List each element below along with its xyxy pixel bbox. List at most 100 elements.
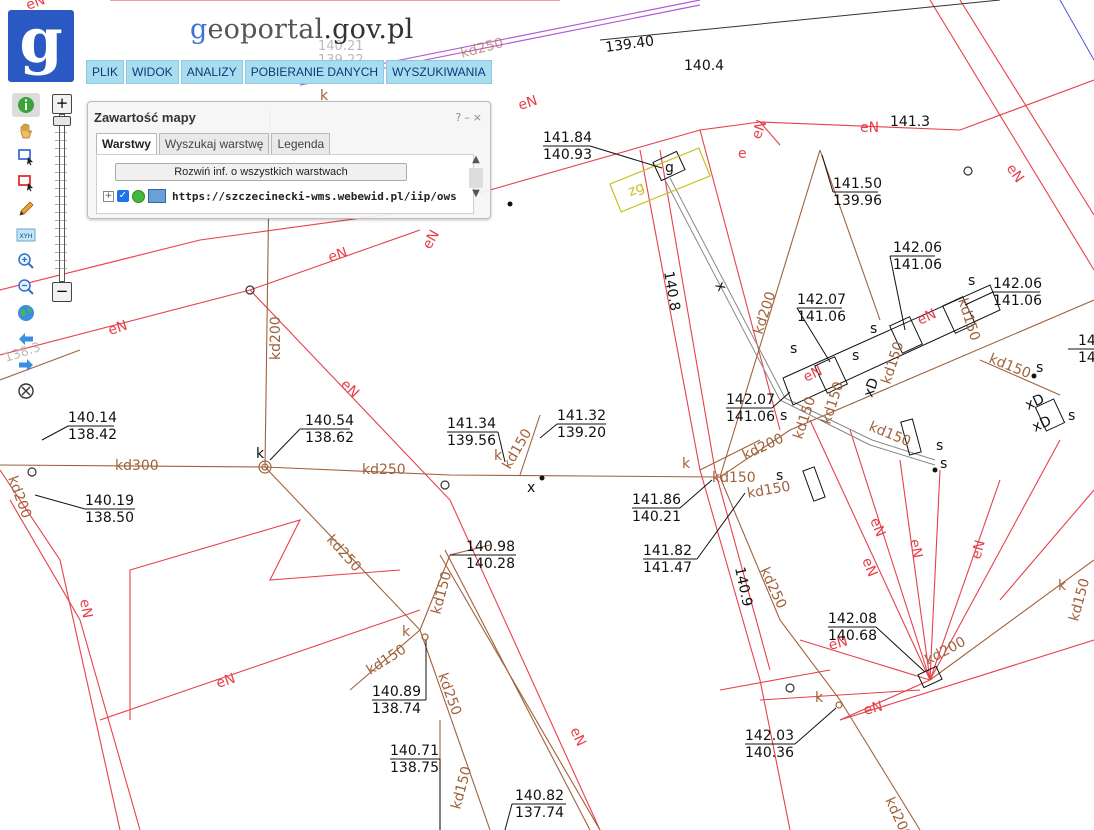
layers-scrollbar[interactable]: ▲ ▼ (468, 154, 484, 212)
menu-widok[interactable]: WIDOK (126, 60, 179, 84)
svg-text:141.06: 141.06 (893, 257, 942, 273)
expand-layer-icon[interactable]: + (103, 190, 114, 202)
scroll-down-icon[interactable]: ▼ (472, 188, 480, 199)
svg-text:139.96: 139.96 (833, 193, 882, 209)
label-s-1: s (968, 273, 975, 289)
label-eN-3: eN (326, 245, 349, 266)
scroll-thumb[interactable] (469, 168, 483, 188)
label-elev-140-21-top: 140.21 (318, 39, 364, 54)
label-eN-18: eN (749, 118, 771, 141)
label-zg: zg (626, 179, 647, 200)
brand-mid: eoportal (207, 14, 324, 45)
label-kd150-12: kd150 (987, 351, 1034, 382)
next-view-button[interactable] (12, 353, 40, 377)
help-icon[interactable]: ? (455, 111, 462, 124)
label-k-1: k (320, 88, 329, 104)
forward-arrow-icon (19, 359, 33, 371)
select-button[interactable] (12, 145, 40, 169)
label-eN-6: eN (76, 598, 95, 620)
pan-hand-icon (20, 123, 32, 139)
brand-title: geoportal.gov.pl (190, 14, 413, 45)
svg-text:142.06: 142.06 (893, 240, 942, 256)
svg-text:141.82: 141.82 (643, 543, 692, 559)
label-kd250-1: kd250 (362, 462, 406, 478)
label-eN-1: eN (516, 93, 539, 114)
svg-text:141.34: 141.34 (447, 416, 496, 432)
zoom-minus-button[interactable]: − (52, 282, 72, 302)
geoportal-logo[interactable]: g (8, 10, 74, 82)
close-icon[interactable]: × (472, 111, 482, 124)
label-eN-8: eN (566, 725, 589, 749)
label-s-3: s (790, 341, 797, 357)
zoom-out-icon (18, 279, 34, 295)
expand-all-layers-button[interactable]: Rozwiń inf. o wszystkich warstwach (115, 163, 407, 181)
svg-text:140.98: 140.98 (466, 539, 515, 555)
label-eN-15: eN (968, 538, 988, 561)
label-kd150-4: kd150 (500, 426, 536, 472)
draw-button[interactable] (12, 197, 40, 221)
full-extent-button[interactable] (12, 301, 40, 325)
svg-text:142.07: 142.07 (726, 392, 775, 408)
dots (507, 201, 1037, 481)
label-kd150-1: kd150 (428, 570, 455, 616)
svg-text:XYH: XYH (19, 232, 32, 240)
svg-text:141.06: 141.06 (797, 309, 846, 325)
label-x-2: x (712, 279, 730, 294)
zoom-ticks (55, 116, 67, 276)
menu-analizy[interactable]: ANALIZY (180, 60, 243, 84)
clear-button[interactable] (12, 379, 40, 403)
label-kd150-2: kd150 (364, 642, 410, 679)
tab-legenda[interactable]: Legenda (271, 133, 331, 155)
gas-line (599, 0, 1094, 466)
svg-text:140.19: 140.19 (85, 493, 134, 509)
select-icon (18, 149, 33, 166)
svg-text:138.75: 138.75 (390, 760, 439, 776)
info-icon (18, 97, 34, 113)
minimize-icon[interactable]: – (464, 111, 470, 124)
xyh-button[interactable]: XYH (12, 223, 40, 247)
svg-text:138.42: 138.42 (68, 427, 117, 443)
layer-row[interactable]: + ✓ https://szczecinecki-wms.webewid.pl/… (103, 189, 457, 203)
label-kd200-1: kd200 (268, 316, 284, 360)
info-button[interactable] (12, 93, 40, 117)
label-elev-141-3: 141.3 (890, 114, 930, 130)
scroll-up-icon[interactable]: ▲ (472, 154, 480, 165)
zoom-slider-handle[interactable] (53, 116, 71, 126)
label-eN-4: eN (106, 318, 129, 339)
menu-plik[interactable]: PLIK (86, 60, 125, 84)
label-k-3: k (682, 456, 691, 472)
svg-text:141.86: 141.86 (632, 492, 681, 508)
layers-list: Rozwiń inf. o wszystkich warstwach + ✓ h… (96, 154, 474, 214)
menu-pobieranie-danych[interactable]: POBIERANIE DANYCH (244, 60, 385, 84)
tab-warstwy[interactable]: Warstwy (96, 133, 157, 155)
tab-wyszukaj-warstwe[interactable]: Wyszukaj warstwę (158, 133, 270, 155)
wms-icon (148, 189, 166, 203)
previous-view-button[interactable] (12, 327, 40, 351)
label-kd200-4: kd200 (922, 634, 968, 669)
label-eN-17: eN (862, 698, 885, 718)
svg-text:142.06: 142.06 (993, 276, 1042, 292)
label-kd200-6: kd200 (4, 474, 34, 521)
label-kd250-4: kd250 (756, 565, 789, 611)
zoom-out-button[interactable] (12, 275, 40, 299)
label-eN-14: eN (906, 538, 925, 560)
svg-text:140.36: 140.36 (745, 745, 794, 761)
pan-button[interactable] (12, 119, 40, 143)
zoom-plus-button[interactable]: + (52, 94, 72, 114)
logo-letter: g (19, 4, 63, 77)
label-eN-9: eN (1003, 161, 1027, 186)
label-s-10: s (780, 408, 787, 424)
layer-checkbox[interactable]: ✓ (117, 190, 129, 202)
select-red-button[interactable] (12, 171, 40, 195)
menu-wyszukiwania[interactable]: WYSZUKIWANIA (386, 60, 492, 84)
label-eN-12: eN (866, 516, 888, 540)
zoom-in-button[interactable] (12, 249, 40, 273)
